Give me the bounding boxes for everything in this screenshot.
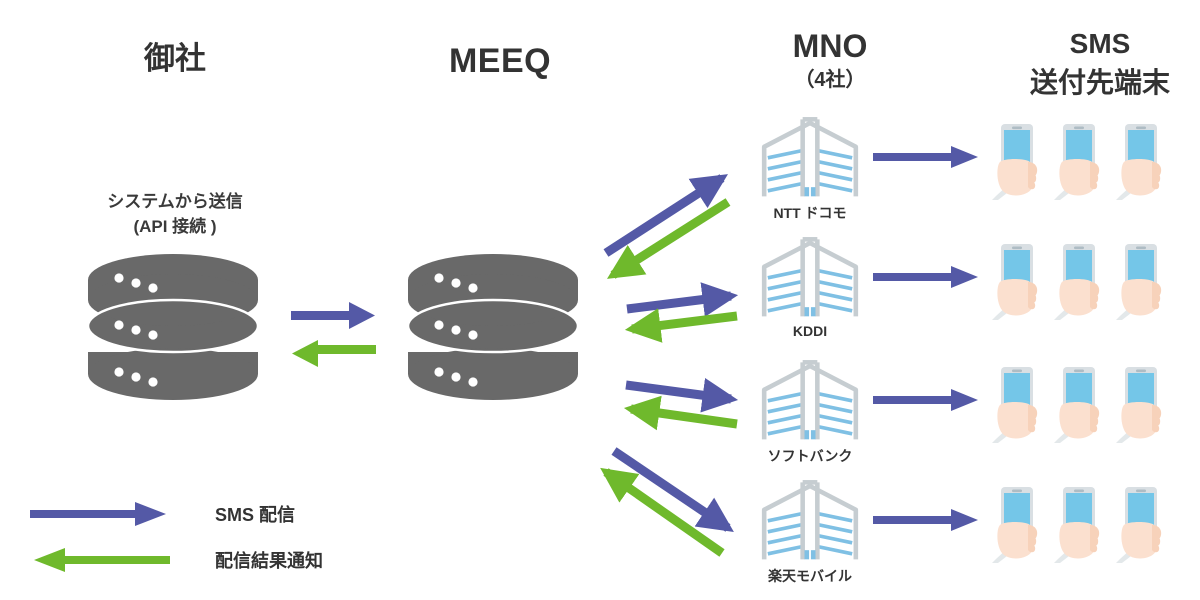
phone-in-hand-icon (1052, 122, 1108, 202)
api-note-line2: (API 接続 ) (133, 216, 217, 236)
phone-in-hand-icon (1052, 242, 1108, 322)
office-building-icon (761, 360, 859, 440)
phone-in-hand-icon (1052, 365, 1108, 445)
device-group (990, 122, 1190, 202)
carrier-label: 楽天モバイル (768, 568, 852, 584)
phone-in-hand-icon (990, 485, 1046, 565)
legend: SMS 配信 配信結果通知 (30, 495, 360, 587)
office-building-icon (761, 480, 859, 560)
device-group (990, 242, 1190, 322)
column-header-company: 御社 (60, 40, 290, 79)
office-building-icon-wrap-1: NTT ドコモ (750, 112, 870, 223)
carrier-row: 楽天モバイル (740, 475, 1200, 595)
arrow-result-from-carrier-4 (600, 467, 725, 557)
office-building-icon-wrap-3: ソフトバンク (750, 355, 870, 466)
phone-in-hand-icon (990, 122, 1046, 202)
column-header-company-title: 御社 (144, 41, 206, 76)
arrow-right-icon-carrier-to-device (873, 266, 978, 288)
arrow-result-from-carrier-2 (624, 308, 738, 343)
office-building-icon (761, 117, 859, 197)
carrier-row: NTT ドコモ (740, 112, 1200, 232)
column-header-sms-title: SMS (1069, 28, 1131, 59)
device-group (990, 365, 1190, 445)
api-connection-note: システムから送信 (API 接続 ) (60, 190, 290, 239)
arrow-right-icon-carrier-to-device (873, 389, 978, 411)
carrier-label: ソフトバンク (767, 448, 853, 464)
office-building-icon-wrap-2: KDDI (750, 232, 870, 339)
database-stack-icon-company (86, 252, 260, 402)
column-header-mno-title: MNO (792, 28, 868, 64)
arrow-right-icon-carrier-to-device (873, 146, 978, 168)
arrow-sms-to-carrier-3 (625, 377, 739, 413)
arrow-right-icon-company-to-meeq (291, 302, 375, 329)
arrow-sms-to-carrier-1 (603, 174, 728, 257)
legend-label-sms-delivery: SMS 配信 (215, 505, 296, 525)
arrow-sms-to-carrier-2 (626, 282, 739, 317)
carrier-row: KDDI (740, 232, 1200, 352)
arrow-sms-to-carrier-4 (611, 447, 734, 532)
phone-in-hand-icon (1114, 485, 1170, 565)
column-header-sms-subtitle: 送付先端末 (1029, 67, 1170, 98)
column-header-meeq-title: MEEQ (448, 42, 552, 80)
legend-item-delivery-result: 配信結果通知 (30, 541, 360, 587)
phone-in-hand-icon (1114, 365, 1170, 445)
arrow-left-icon (34, 548, 170, 572)
office-building-icon (761, 237, 859, 317)
column-header-mno: MNO （4社） (730, 26, 930, 93)
carrier-label: KDDI (792, 323, 828, 339)
api-note-line1: システムから送信 (107, 192, 243, 211)
phone-in-hand-icon (1114, 122, 1170, 202)
arrow-result-from-carrier-1 (606, 198, 731, 279)
device-group (990, 485, 1190, 565)
arrow-right-icon-carrier-to-device (873, 509, 978, 531)
carrier-label: NTT ドコモ (773, 205, 847, 221)
column-header-sms: SMS 送付先端末 (1000, 26, 1200, 100)
arrow-result-from-carrier-3 (623, 395, 738, 431)
phone-in-hand-icon (1114, 242, 1170, 322)
legend-label-delivery-result: 配信結果通知 (215, 551, 323, 571)
phone-in-hand-icon (1052, 485, 1108, 565)
legend-item-sms-delivery: SMS 配信 (30, 495, 360, 541)
database-stack-icon-meeq (406, 252, 580, 402)
arrow-left-icon-meeq-to-company (292, 340, 376, 367)
column-header-meeq: MEEQ (390, 40, 610, 83)
arrow-right-icon (30, 502, 166, 526)
carrier-row: ソフトバンク (740, 355, 1200, 475)
phone-in-hand-icon (990, 365, 1046, 445)
office-building-icon-wrap-4: 楽天モバイル (750, 475, 870, 586)
column-header-mno-subtitle: （4社） (794, 69, 866, 91)
phone-in-hand-icon (990, 242, 1046, 322)
